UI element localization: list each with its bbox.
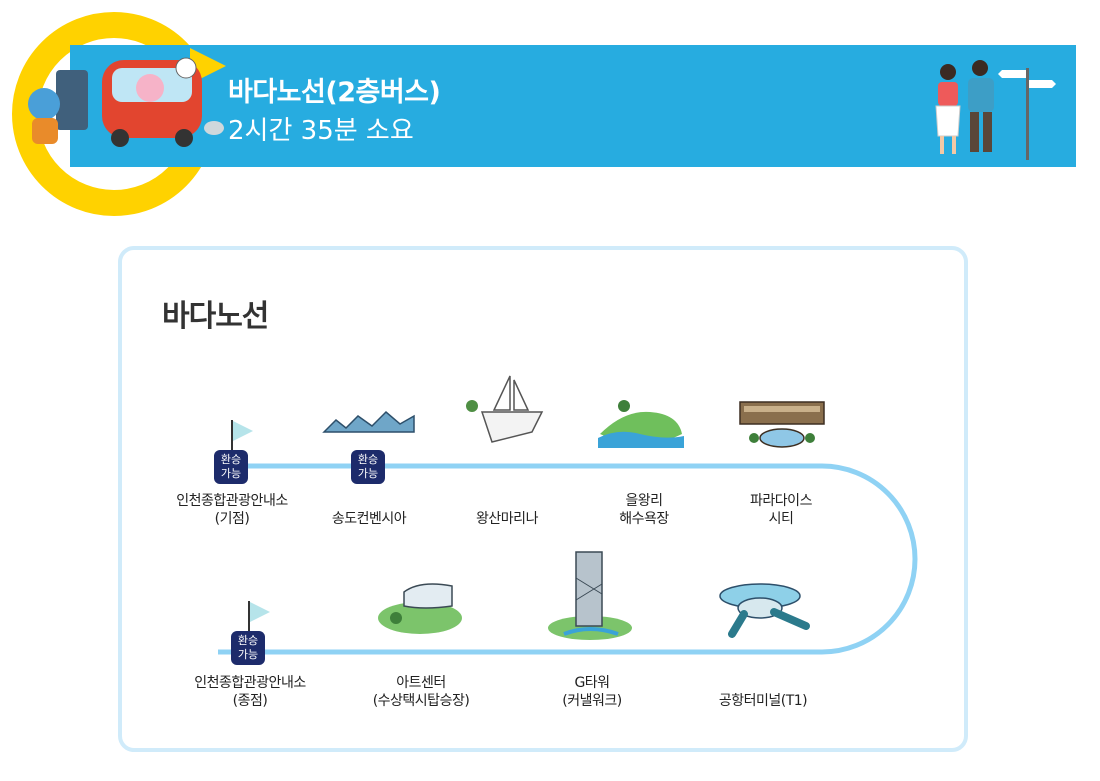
exhaust-cloud	[204, 121, 224, 135]
travelers-illustration	[935, 60, 1056, 160]
end-flag-icon	[250, 602, 270, 622]
bus-wheel-rear	[175, 129, 193, 147]
man-shirt	[968, 78, 994, 112]
route-duration: 2시간 35분 소요	[228, 116, 414, 146]
paradise-city-icon	[739, 401, 825, 448]
bird-character	[175, 57, 197, 79]
art-center-icon	[378, 583, 462, 634]
stop-songdo-convensia: 송도컨벤시아	[331, 511, 407, 527]
g-tower-icon	[548, 551, 632, 640]
stop-art-center: 아트센터(수상택시탑승장)	[372, 675, 470, 709]
mascot-head	[28, 88, 60, 120]
start-flag-icon	[233, 421, 253, 441]
stop-wangsan-marina: 왕산마리나	[476, 511, 538, 527]
end-flag-pole	[248, 601, 250, 635]
bus-character-face	[136, 74, 164, 102]
stop-incheon-tourist-info-start: 인천종합관광안내소(기점)	[176, 493, 288, 527]
start-flag-pole	[231, 420, 233, 466]
convensia-building-icon	[322, 410, 415, 433]
route-title: 바다노선(2층버스)	[228, 77, 441, 108]
signpost-pole	[1026, 68, 1029, 160]
airport-terminal-icon	[719, 583, 810, 638]
man-head	[972, 60, 988, 76]
woman-skirt	[935, 105, 961, 137]
bus-wheel-front	[111, 129, 129, 147]
signpost-arrow-right	[1029, 80, 1056, 88]
stop-incheon-tourist-info-end: 인천종합관광안내소(종점)	[194, 675, 306, 709]
marina-sailboat-icon	[466, 375, 544, 443]
woman-top	[938, 82, 958, 106]
stop-g-tower: G타워(커낼워크)	[562, 675, 622, 709]
route-card-title: 바다노선	[162, 299, 269, 334]
ticket-kiosk	[56, 70, 88, 130]
bus-mascot-illustration	[28, 57, 224, 147]
stop-airport-terminal-t1: 공항터미널(T1)	[718, 693, 808, 709]
header-banner	[70, 45, 1076, 167]
mascot-body	[32, 118, 58, 144]
beach-island-icon	[598, 400, 684, 448]
woman-head	[940, 64, 956, 80]
signpost-arrow-left	[998, 70, 1026, 78]
